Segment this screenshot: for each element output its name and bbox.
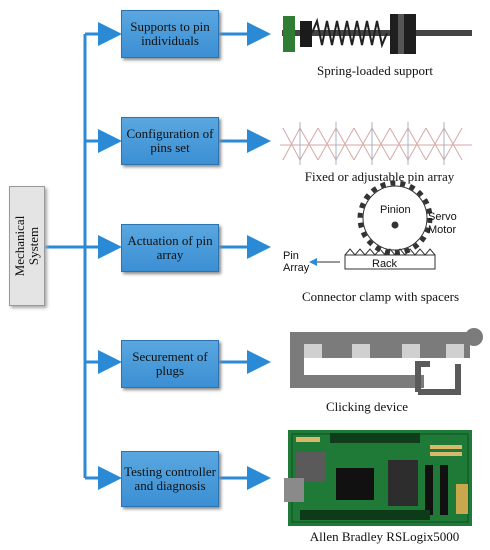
caption-pin-array: Fixed or adjustable pin array — [304, 169, 455, 184]
pinion-label: Pinion — [380, 204, 411, 216]
caption-plc: Allen Bradley RSLogix5000 — [309, 529, 460, 544]
node-configuration: Configuration of pins set — [121, 117, 219, 165]
node-supports: Supports to pin individuals — [121, 10, 219, 58]
servo-label-2: Motor — [428, 224, 456, 236]
caption-clicking-device: Clicking device — [326, 399, 408, 414]
node-label: Securement of plugs — [132, 349, 208, 378]
mechanical-system-box: Mechanical System — [9, 186, 45, 306]
caption-spring: Spring-loaded support — [317, 63, 433, 78]
rack-label: Rack — [372, 258, 398, 270]
pin-array-label-1: Pin — [283, 250, 299, 262]
servo-label-1: Servo — [428, 211, 457, 223]
node-label: Testing controller and diagnosis — [124, 464, 216, 493]
node-actuation: Actuation of pin array — [121, 224, 219, 272]
node-securement: Securement of plugs — [121, 340, 219, 388]
caption-connector-clamp: Connector clamp with spacers — [301, 289, 460, 304]
pin-array-label-2: Array — [283, 262, 310, 274]
node-label: Actuation of pin array — [127, 233, 213, 262]
node-label: Configuration of pins set — [126, 126, 214, 155]
node-label: Supports to pin individuals — [130, 19, 210, 48]
node-testing: Testing controller and diagnosis — [121, 451, 219, 507]
